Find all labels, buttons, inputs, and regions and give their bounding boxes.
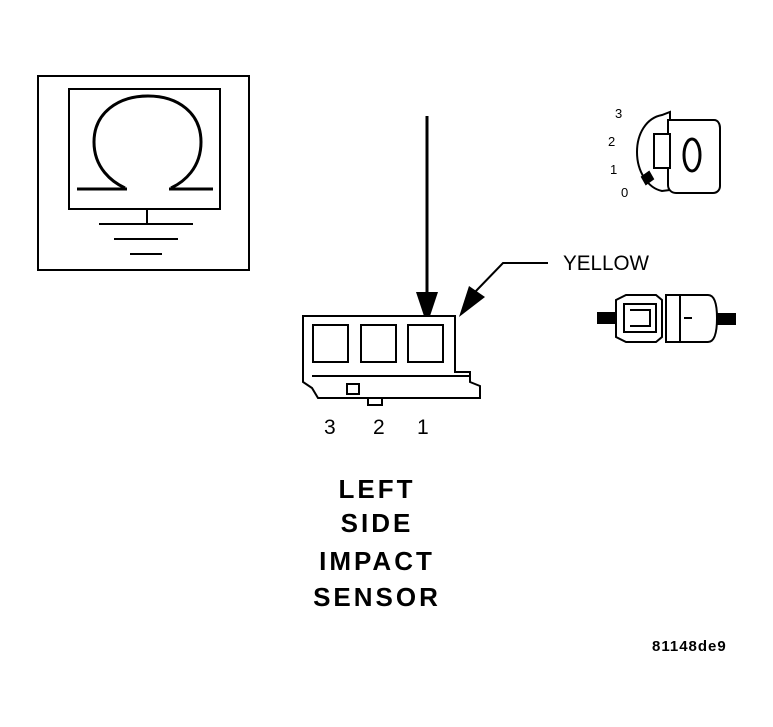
pin-label-3: 3 — [324, 416, 336, 439]
ignition-position-3: 3 — [615, 106, 622, 121]
pin-cavity-1 — [407, 324, 444, 363]
probe-arrow — [416, 116, 438, 325]
pin-cavity-2 — [360, 324, 397, 363]
pin-label-2: 2 — [373, 416, 385, 439]
pin-cavity-3 — [312, 324, 349, 363]
sensor-title: LEFT SIDE IMPACT SENSOR — [313, 474, 441, 612]
ohmmeter-display — [68, 88, 221, 210]
title-line-3: IMPACT — [319, 546, 435, 576]
ignition-key-icon — [635, 110, 721, 194]
ohmmeter — [37, 75, 250, 271]
ignition-position-1: 1 — [610, 162, 617, 177]
connector-pair-icon — [597, 294, 736, 343]
ground-icon — [99, 209, 193, 255]
wire-color-label: YELLOW — [563, 252, 649, 275]
wire-color-leader — [459, 262, 548, 317]
ignition-position-0: 0 — [621, 185, 628, 200]
omega-icon — [77, 94, 213, 191]
sensor-connector — [302, 315, 481, 406]
ignition-switch: 3 2 1 0 — [608, 106, 721, 200]
pin-label-1: 1 — [417, 416, 429, 439]
ignition-position-2: 2 — [608, 134, 615, 149]
title-line-4: SENSOR — [313, 582, 441, 612]
figure-code: 81148de9 — [652, 638, 727, 655]
title-line-2: SIDE — [341, 508, 414, 538]
title-line-1: LEFT — [339, 474, 416, 504]
connector-latch — [346, 383, 360, 395]
connector-key — [367, 397, 383, 406]
ohmmeter-outer-frame — [37, 75, 250, 271]
